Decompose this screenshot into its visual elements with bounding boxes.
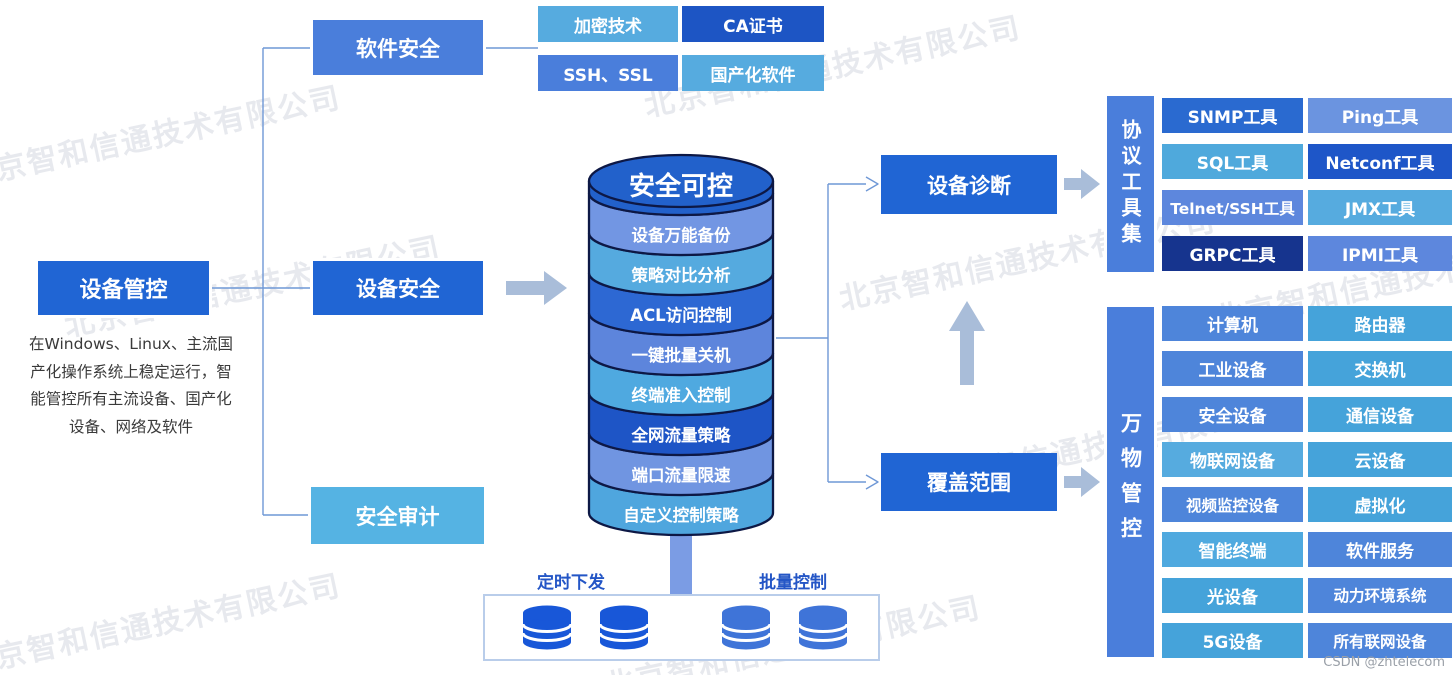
protocol-toolset-title: 协议工具集 bbox=[1118, 119, 1142, 249]
cylinder-layer-label: 终端准入控制 bbox=[632, 385, 731, 405]
protocol-tool-tile: JMX工具 bbox=[1308, 190, 1452, 225]
cylinder-layer-label: 策略对比分析 bbox=[632, 265, 732, 285]
protocol-tool-tile: GRPC工具 bbox=[1162, 236, 1303, 271]
cylinder-top-face bbox=[587, 153, 775, 209]
protocol-tools-grid: SNMP工具 Ping工具 SQL工具 Netconf工具 Telnet/SSH… bbox=[1162, 98, 1452, 271]
protocol-tool-tile: Telnet/SSH工具 bbox=[1162, 190, 1303, 225]
protocol-tool-tile: Netconf工具 bbox=[1308, 144, 1452, 179]
software-tool-tile: 加密技术 bbox=[538, 6, 678, 42]
watermark-text: 北京智和信通技术有限公司 bbox=[0, 568, 345, 675]
device-tile: 通信设备 bbox=[1308, 396, 1452, 432]
cylinder-title: 安全可控 bbox=[629, 171, 733, 202]
everything-management-sidebar: 万物管控 bbox=[1104, 304, 1157, 660]
protocol-tool-tile: Ping工具 bbox=[1308, 98, 1452, 133]
database-icon bbox=[720, 605, 772, 650]
cylinder-layer-label: 自定义控制策略 bbox=[623, 505, 739, 525]
everything-management-title: 万物管控 bbox=[1118, 412, 1143, 552]
device-tile: 工业设备 bbox=[1162, 351, 1303, 387]
managed-devices-grid: 计算机 路由器 工业设备 交换机 安全设备 通信设备 物联网设备 云设备 视频监… bbox=[1162, 306, 1452, 659]
cylinder-layer-label: 设备万能备份 bbox=[632, 225, 732, 245]
cylinder-layer-label: 端口流量限速 bbox=[632, 465, 732, 485]
software-tools-grid: 加密技术 CA证书 SSH、SSL 国产化软件 bbox=[538, 6, 824, 91]
device-tile: 云设备 bbox=[1308, 441, 1452, 477]
watermark-text: 北京智和信通技术有限公司 bbox=[0, 80, 345, 195]
device-tile: 软件服务 bbox=[1308, 532, 1452, 568]
device-tile: 路由器 bbox=[1308, 306, 1452, 341]
device-tile: 计算机 bbox=[1162, 306, 1303, 341]
device-security-node: 设备安全 bbox=[310, 258, 486, 318]
csdn-credit: CSDN @zhtelecom bbox=[1323, 655, 1445, 670]
protocol-tool-tile: IPMI工具 bbox=[1308, 236, 1452, 271]
scheduled-delivery-label: 定时下发 bbox=[537, 573, 605, 593]
description-line: 能管控所有主流设备、国产化 bbox=[30, 390, 232, 408]
database-icon bbox=[598, 605, 650, 650]
cylinder-layer-label: 全网流量策略 bbox=[631, 425, 732, 445]
arrowhead-coverage bbox=[865, 474, 879, 490]
device-diagnosis-node: 设备诊断 bbox=[881, 155, 1057, 214]
description-line: 设备、网络及软件 bbox=[68, 417, 193, 436]
description-line: 产化操作系统上稳定运行，智 bbox=[30, 362, 232, 381]
device-tile: 交换机 bbox=[1308, 351, 1452, 387]
coverage-node: 覆盖范围 bbox=[881, 453, 1057, 511]
device-tile: 光设备 bbox=[1162, 577, 1303, 613]
cylinder-stem bbox=[670, 530, 692, 598]
security-audit-node: 安全审计 bbox=[308, 484, 487, 547]
software-tool-tile: CA证书 bbox=[682, 6, 824, 42]
device-tile: 动力环境系统 bbox=[1308, 577, 1452, 613]
protocol-tool-tile: SQL工具 bbox=[1162, 144, 1303, 179]
capability-cylinder: 安全可控 设备万能备份 策略对比分析 ACL访问控制 一键批量关机 终端准入控制… bbox=[587, 153, 775, 537]
batch-control-label: 批量控制 bbox=[759, 573, 827, 593]
device-tile: 安全设备 bbox=[1162, 396, 1303, 432]
delivery-devices-box bbox=[483, 594, 880, 661]
cylinder-layer-label: 一键批量关机 bbox=[632, 345, 732, 365]
block-arrow-coverage-up bbox=[949, 301, 985, 385]
protocol-tool-tile: SNMP工具 bbox=[1162, 98, 1303, 133]
device-tile: 所有联网设备 bbox=[1308, 623, 1452, 659]
device-management-node: 设备管控 bbox=[35, 258, 212, 318]
device-tile: 智能终端 bbox=[1162, 532, 1303, 568]
arrowhead-diagnosis bbox=[865, 176, 879, 192]
block-arrow-devsec-cylinder bbox=[506, 271, 567, 305]
database-icon bbox=[797, 605, 849, 650]
cylinder-layer-label: ACL访问控制 bbox=[630, 305, 731, 325]
device-tile: 视频监控设备 bbox=[1162, 487, 1303, 523]
device-tile: 5G设备 bbox=[1162, 623, 1303, 659]
software-tool-tile: SSH、SSL bbox=[538, 55, 678, 91]
software-tool-tile: 国产化软件 bbox=[682, 55, 824, 91]
database-icon bbox=[521, 605, 573, 650]
description-line: 在Windows、Linux、主流国 bbox=[29, 335, 233, 353]
device-tile: 虚拟化 bbox=[1308, 487, 1452, 523]
protocol-toolset-sidebar: 协议工具集 bbox=[1104, 93, 1157, 275]
device-management-description: 在Windows、Linux、主流国 产化操作系统上稳定运行，智 能管控所有主流… bbox=[8, 331, 254, 441]
device-tile: 物联网设备 bbox=[1162, 441, 1303, 477]
software-security-node: 软件安全 bbox=[310, 17, 486, 78]
block-arrow-diagnosis-tools bbox=[1064, 169, 1100, 199]
